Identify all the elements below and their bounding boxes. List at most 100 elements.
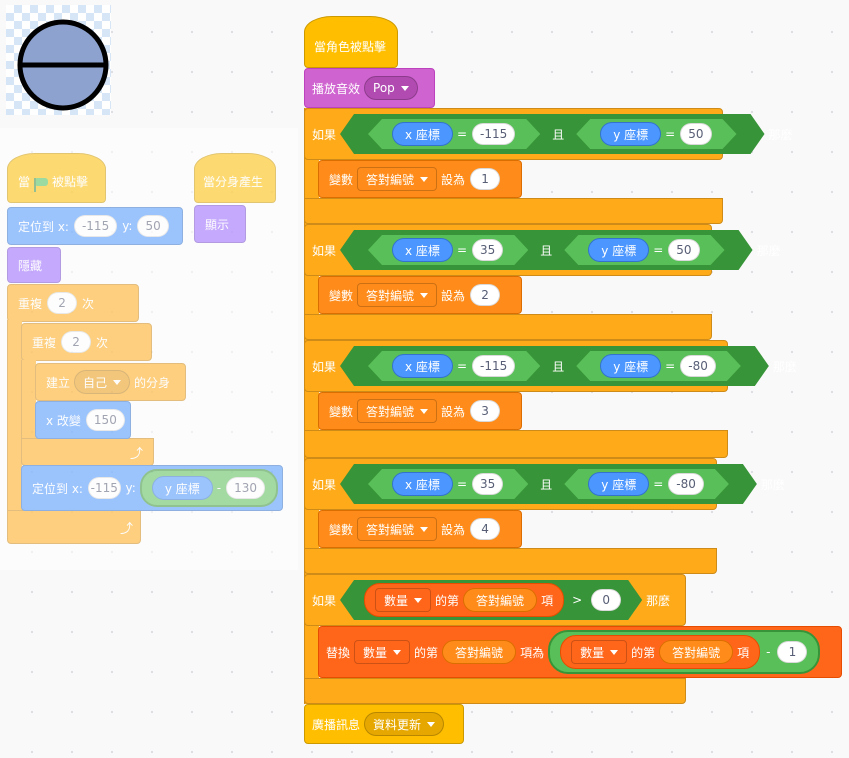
item-of-list-reporter[interactable]: 數量 的第 答對編號 項 <box>560 635 761 669</box>
equals-operator[interactable]: x 座標 = 35 <box>368 469 528 499</box>
change-x-input[interactable]: 150 <box>85 409 125 431</box>
go-to-label: 定位到 x: <box>18 219 69 234</box>
variable-dropdown[interactable]: 答對編號 <box>357 167 438 191</box>
broadcast-block[interactable]: 廣播訊息 資料更新 <box>304 704 464 744</box>
equals-operator[interactable]: y 座標 = -80 <box>576 351 741 381</box>
x-position-reporter[interactable]: x 座標 <box>392 238 453 262</box>
when-clone-starts-block[interactable]: 當分身產生 <box>194 153 276 203</box>
y-input[interactable]: 50 <box>137 215 169 237</box>
sprite-thumbnail[interactable] <box>6 5 111 115</box>
y-value-input[interactable]: -80 <box>680 355 716 377</box>
y-position-reporter[interactable]: y 座標 <box>151 476 213 500</box>
variable-dropdown[interactable]: 答對編號 <box>357 517 438 541</box>
x-position-reporter[interactable]: x 座標 <box>392 472 453 496</box>
equals-operator[interactable]: y 座標 = 50 <box>576 119 736 149</box>
subtract-value-input[interactable]: 1 <box>777 641 808 663</box>
chevron-down-icon <box>420 526 429 532</box>
subtract-operator[interactable]: 數量 的第 答對編號 項 - 1 <box>548 630 821 674</box>
chevron-down-icon <box>400 85 409 91</box>
list-dropdown[interactable]: 數量 <box>354 640 411 664</box>
set-variable-block-3[interactable]: 變數 答對編號 設為 3 <box>318 392 522 430</box>
index-variable-reporter[interactable]: 答對編號 <box>659 640 734 664</box>
if-block-1[interactable]: 如果 x 座標 = -115 且 y 座標 = 50 那麼 <box>304 108 793 160</box>
y-position-reporter[interactable]: y 座標 <box>600 122 661 146</box>
equals-operator[interactable]: x 座標 = -115 <box>368 119 540 149</box>
set-variable-block-2[interactable]: 變數 答對編號 設為 2 <box>318 276 522 314</box>
set-variable-block-1[interactable]: 變數 答對編號 設為 1 <box>318 160 522 198</box>
if-list-footer <box>304 678 686 704</box>
subtract-operator[interactable]: y 座標 - 130 <box>139 469 278 507</box>
when-flag-clicked-block[interactable]: 當 被點擊 <box>7 153 106 203</box>
x-input[interactable]: -115 <box>73 215 118 237</box>
x-position-reporter[interactable]: x 座標 <box>392 122 453 146</box>
message-dropdown[interactable]: 資料更新 <box>364 712 445 736</box>
repeat-outer-block[interactable]: 重複 2 次 <box>7 284 139 322</box>
greater-than-operator[interactable]: 數量 的第 答對編號 項 > 0 <box>340 580 642 620</box>
equals-operator[interactable]: x 座標 = 35 <box>368 235 528 265</box>
and-operator[interactable]: x 座標 = 35 且 y 座標 = 50 <box>340 230 753 270</box>
sound-dropdown[interactable]: Pop <box>364 76 418 100</box>
equals-operator[interactable]: y 座標 = 50 <box>564 235 724 265</box>
y-value-input[interactable]: 50 <box>668 239 699 261</box>
index-variable-reporter[interactable]: 答對編號 <box>442 640 517 664</box>
if-list-block[interactable]: 如果 數量 的第 答對編號 項 > 0 那麼 <box>304 574 686 626</box>
y-value-input[interactable]: 50 <box>680 123 711 145</box>
list-dropdown[interactable]: 數量 <box>375 588 431 612</box>
if-block-2[interactable]: 如果 x 座標 = 35 且 y 座標 = 50 那麼 <box>304 224 781 276</box>
repeat-count-input[interactable]: 2 <box>47 292 78 314</box>
and-operator[interactable]: x 座標 = -115 且 y 座標 = -80 <box>340 346 769 386</box>
minus-sign: - <box>216 481 222 495</box>
and-operator[interactable]: x 座標 = -115 且 y 座標 = 50 <box>340 114 765 154</box>
set-value-input[interactable]: 1 <box>470 168 501 190</box>
y-position-reporter[interactable]: y 座標 <box>588 472 649 496</box>
set-value-input[interactable]: 2 <box>470 284 501 306</box>
change-x-block[interactable]: x 改變 150 <box>35 401 131 439</box>
chevron-down-icon <box>113 379 122 385</box>
x-value-input[interactable]: 35 <box>472 239 503 261</box>
index-variable-reporter[interactable]: 答對編號 <box>463 588 537 612</box>
equals-operator[interactable]: y 座標 = -80 <box>564 469 729 499</box>
repeat-inner-block[interactable]: 重複 2 次 <box>21 323 152 361</box>
x-value-input[interactable]: -115 <box>472 123 515 145</box>
if-block-3[interactable]: 如果 x 座標 = -115 且 y 座標 = -80 那麼 <box>304 340 797 392</box>
clone-target-dropdown[interactable]: 自己 <box>74 370 131 394</box>
variable-dropdown[interactable]: 答對編號 <box>357 399 438 423</box>
y-position-reporter[interactable]: y 座標 <box>600 354 661 378</box>
equals-operator[interactable]: x 座標 = -115 <box>368 351 540 381</box>
go-to-xy-block[interactable]: 定位到 x: -115 y: 50 <box>7 207 183 245</box>
x-input[interactable]: -115 <box>87 477 121 499</box>
then-label: 那麼 <box>756 243 781 258</box>
set-variable-block-4[interactable]: 變數 答對編號 設為 4 <box>318 510 522 548</box>
set-value-input[interactable]: 3 <box>470 400 501 422</box>
subtract-value-input[interactable]: 130 <box>226 477 265 499</box>
if-2-footer <box>304 314 712 340</box>
then-label: 那麼 <box>768 127 793 142</box>
variable-dropdown[interactable]: 答對編號 <box>357 283 438 307</box>
set-value-input[interactable]: 4 <box>470 518 501 540</box>
y-position-reporter[interactable]: y 座標 <box>588 238 649 262</box>
equals-sign: = <box>456 359 467 373</box>
and-operator[interactable]: x 座標 = 35 且 y 座標 = -80 <box>340 464 757 504</box>
list-dropdown[interactable]: 數量 <box>571 640 628 664</box>
if-4-footer <box>304 548 717 574</box>
x-value-input[interactable]: 35 <box>472 473 503 495</box>
show-block[interactable]: 顯示 <box>194 205 246 243</box>
item-of-list-reporter[interactable]: 數量 的第 答對編號 項 <box>364 583 564 617</box>
chevron-down-icon <box>420 176 429 182</box>
repeat-count-input[interactable]: 2 <box>61 331 92 353</box>
x-position-reporter[interactable]: x 座標 <box>392 354 453 378</box>
compare-value-input[interactable]: 0 <box>591 589 621 611</box>
loop-arrow-icon: ⤴ <box>130 447 144 462</box>
y-value-input[interactable]: -80 <box>668 473 704 495</box>
set-to-label: 設為 <box>441 172 466 187</box>
equals-sign: = <box>456 477 467 491</box>
replace-item-block[interactable]: 替換 數量 的第 答對編號 項為 數量 的第 答對編號 項 - 1 <box>318 626 842 678</box>
go-to-xy-block-2[interactable]: 定位到 x: -115 y: y 座標 - 130 <box>21 465 283 511</box>
create-clone-block[interactable]: 建立 自己 的分身 <box>35 363 186 401</box>
hide-block[interactable]: 隱藏 <box>7 247 61 283</box>
play-sound-block[interactable]: 播放音效 Pop <box>304 68 435 108</box>
when-sprite-clicked-block[interactable]: 當角色被點擊 <box>304 16 398 68</box>
x-value-input[interactable]: -115 <box>472 355 515 377</box>
if-block-4[interactable]: 如果 x 座標 = 35 且 y 座標 = -80 那麼 <box>304 458 785 510</box>
change-x-label: x 改變 <box>46 413 81 428</box>
